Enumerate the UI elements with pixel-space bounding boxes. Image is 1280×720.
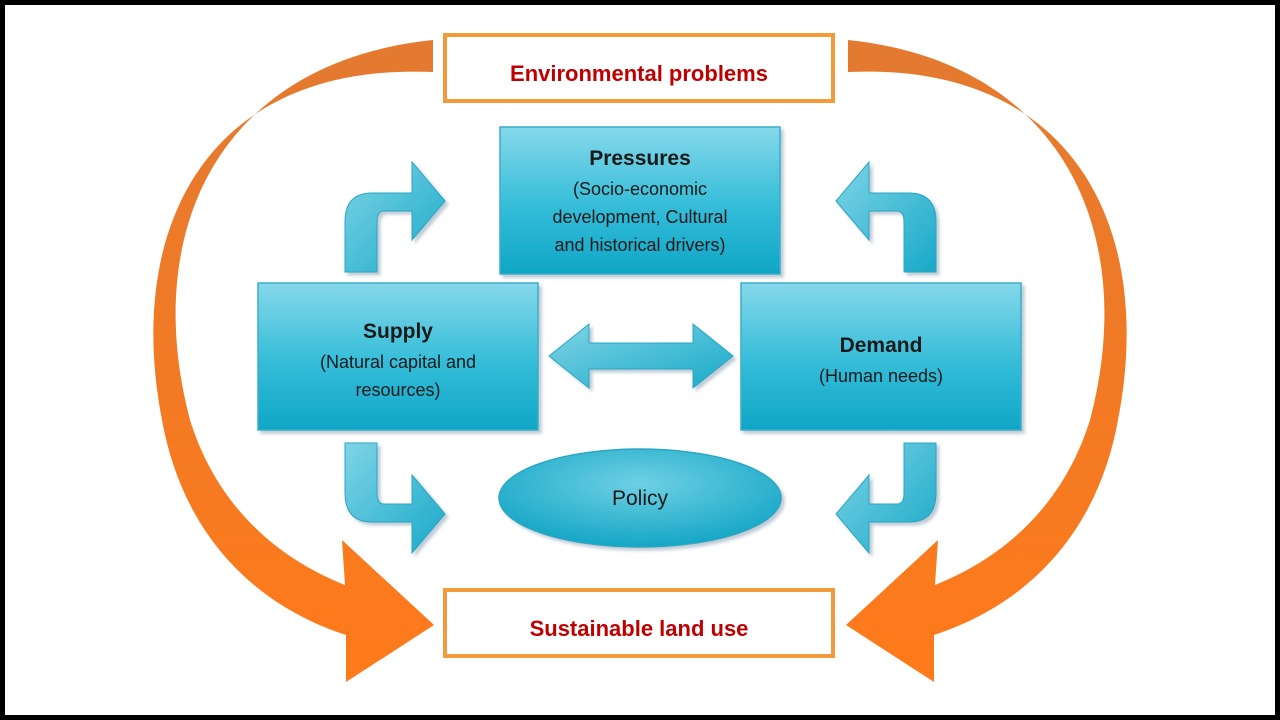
policy-label: Policy	[612, 487, 669, 510]
curved-orange-arrow-icon	[153, 40, 435, 682]
supply-line-1: (Natural capital and	[320, 352, 476, 372]
pressures-line-1: (Socio-economic	[573, 179, 707, 199]
left-curved-arrow	[153, 40, 435, 682]
supply-title: Supply	[363, 320, 433, 343]
supply-line-2: resources)	[355, 380, 440, 400]
environmental-problems-box: Environmental problems	[443, 33, 835, 103]
curved-orange-arrow-icon	[846, 40, 1127, 682]
pressures-box	[499, 126, 781, 275]
bent-teal-arrow-icon	[344, 442, 446, 555]
demand-line-1: (Human needs)	[819, 366, 943, 386]
sustainable-land-use-box: Sustainable land use	[443, 588, 835, 658]
pressures-line-3: and historical drivers)	[554, 235, 725, 255]
sustainable-land-use-label: Sustainable land use	[530, 616, 749, 641]
right-curved-arrow	[846, 40, 1127, 682]
bent-teal-arrow-icon	[835, 160, 937, 273]
policy-ellipse	[498, 448, 782, 548]
supply-box	[257, 282, 539, 431]
demand-box	[740, 282, 1022, 431]
double-headed-arrow-icon	[548, 322, 734, 390]
pressures-line-2: development, Cultural	[552, 207, 727, 227]
bent-teal-arrow-icon	[835, 442, 937, 555]
demand-title: Demand	[840, 334, 923, 357]
pressures-title: Pressures	[589, 147, 691, 170]
bent-teal-arrow-icon	[344, 160, 446, 273]
environmental-problems-label: Environmental problems	[510, 61, 768, 86]
